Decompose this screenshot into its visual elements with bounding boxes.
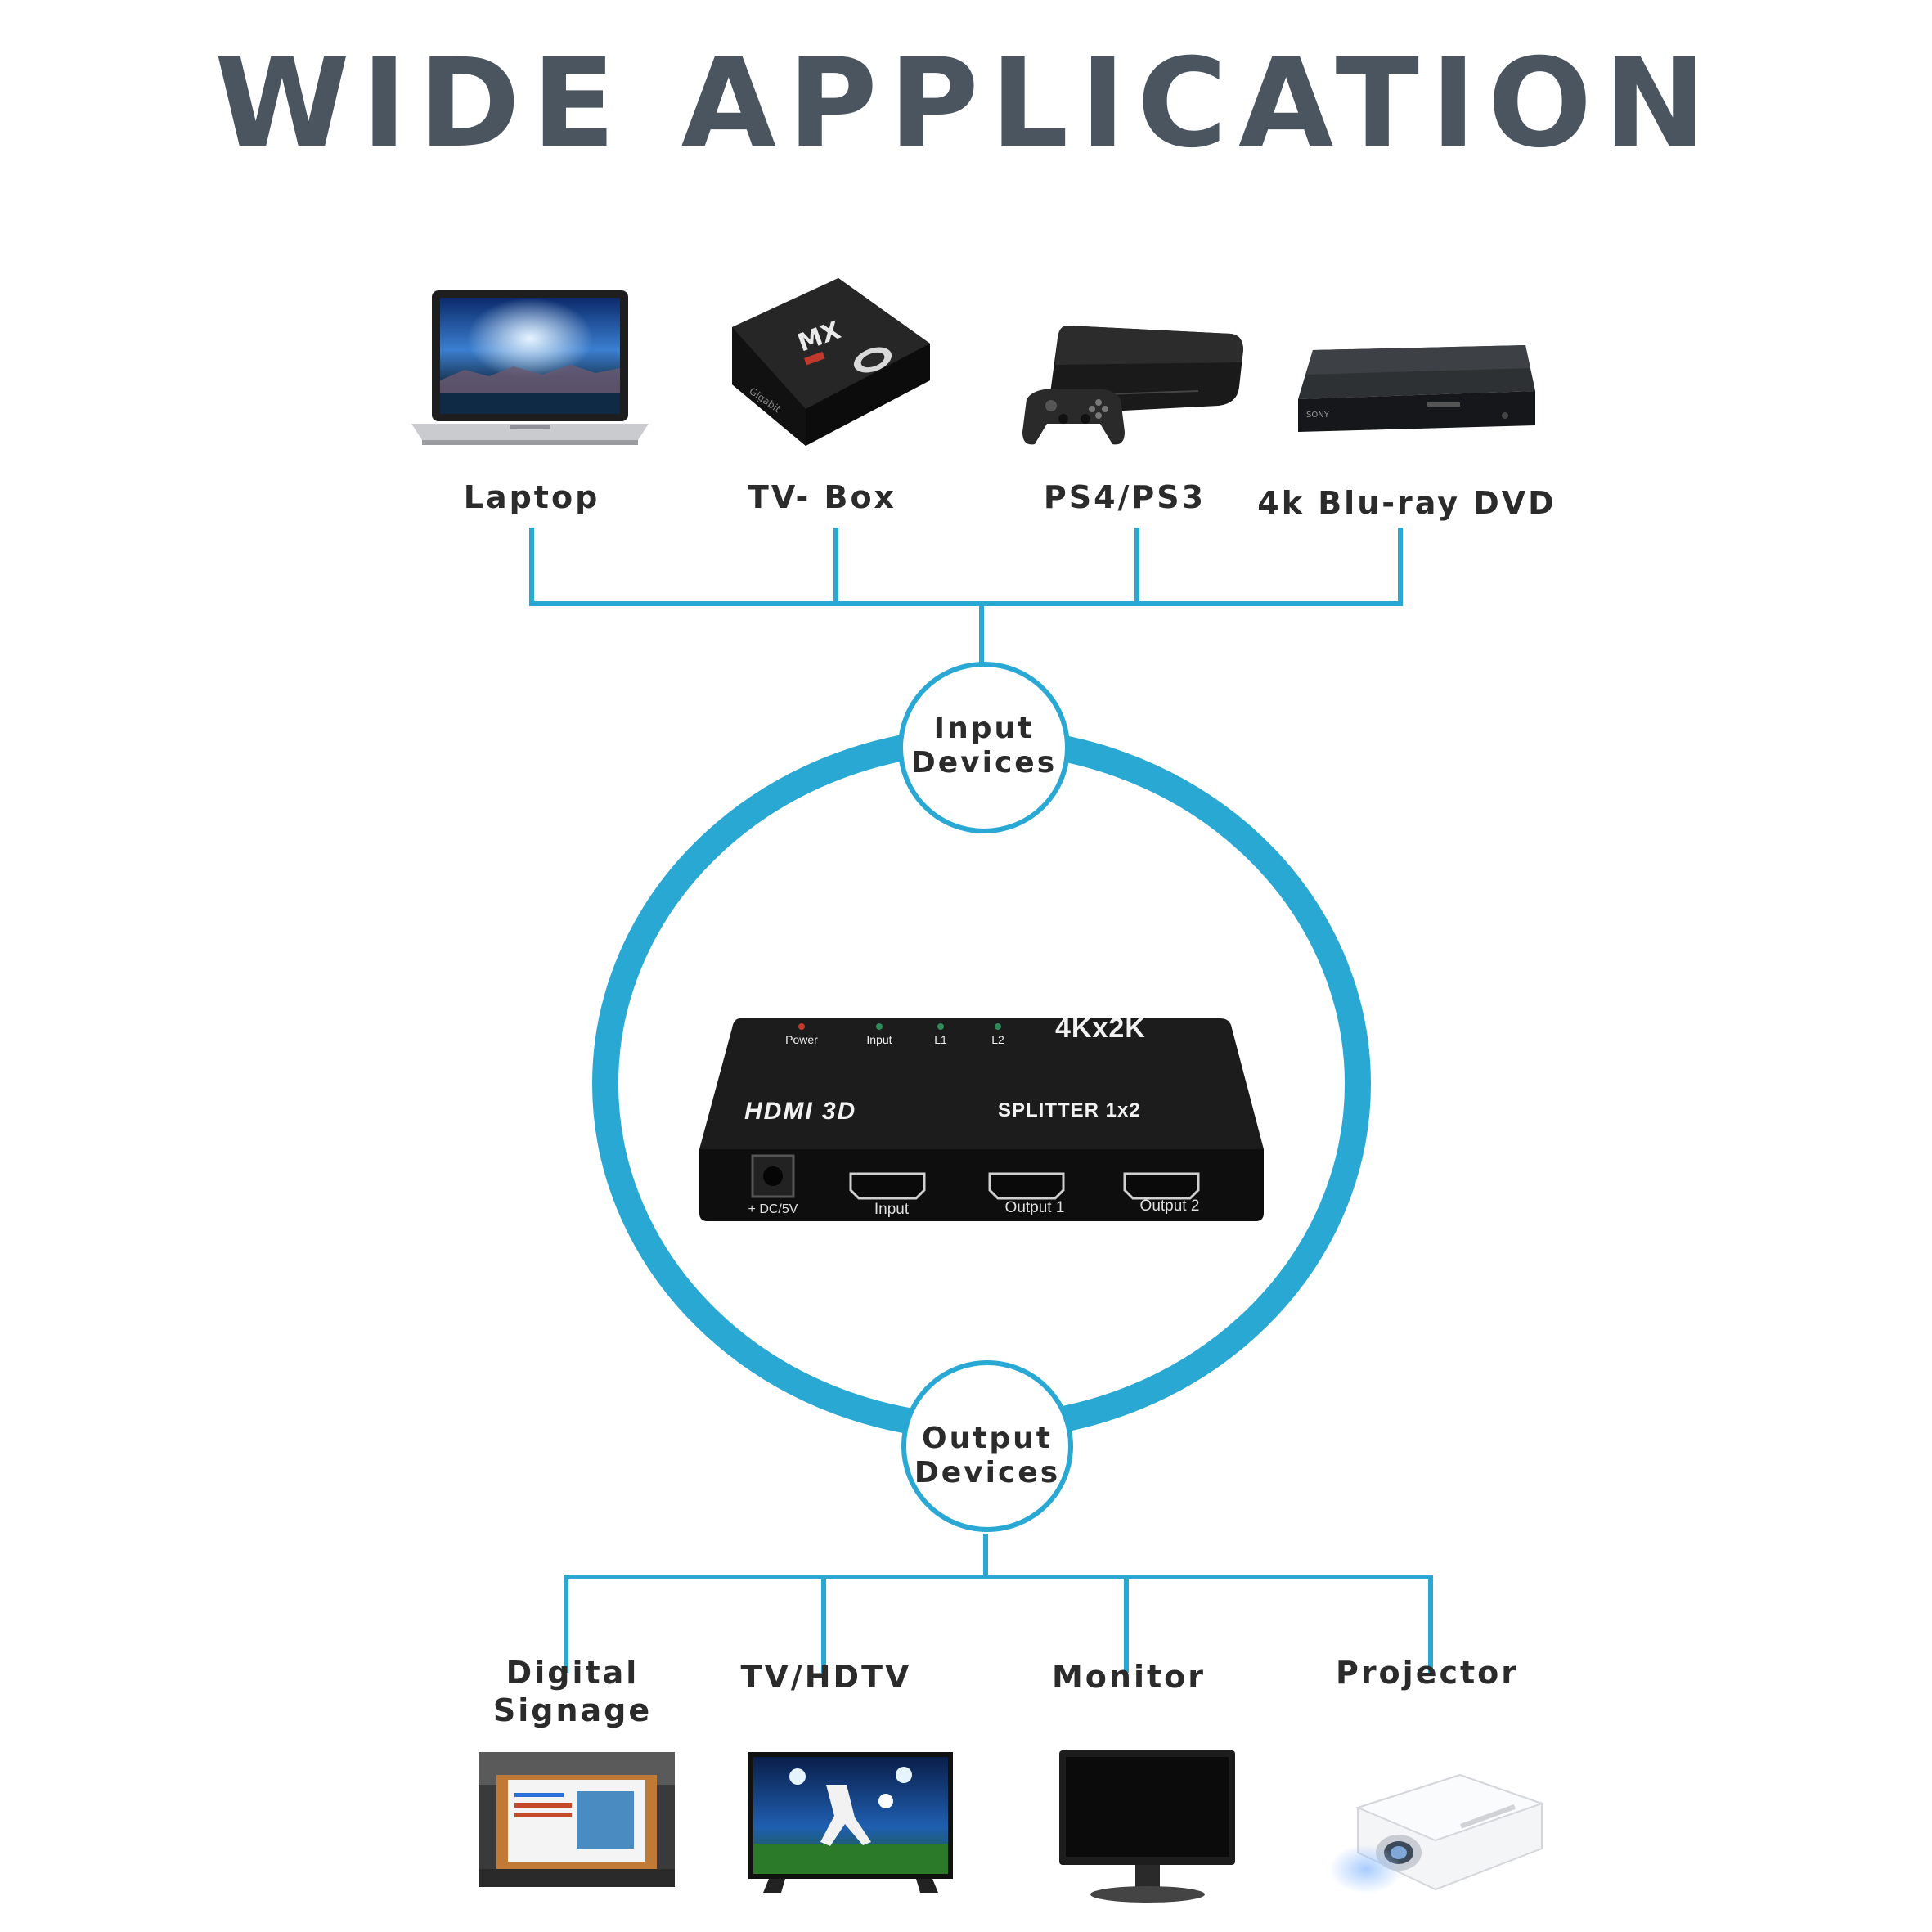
input-node-line1: Input — [933, 712, 1035, 745]
resolution-label: 4Kx2K — [1055, 1013, 1146, 1044]
svg-text:SONY: SONY — [1306, 411, 1330, 420]
projector-label: Projector — [1335, 1655, 1520, 1691]
input-indicator-label: Input — [866, 1033, 892, 1046]
hdmi-output1-port — [988, 1172, 1065, 1200]
output-node-label: Output Devices — [905, 1422, 1069, 1490]
laptop-icon — [411, 290, 649, 445]
monitor-icon — [1059, 1750, 1235, 1903]
monitor-label: Monitor — [1051, 1659, 1206, 1695]
input-led — [876, 1023, 883, 1030]
dc-port-label: + DC/5V — [748, 1202, 798, 1216]
power-led — [798, 1023, 805, 1030]
laptop-label: Laptop — [463, 479, 600, 515]
power-indicator-label: Power — [785, 1033, 818, 1046]
hdmi-splitter-image — [699, 1018, 1264, 1221]
page-title: WIDE APPLICATION — [214, 33, 1718, 175]
input-port-label: Input — [874, 1201, 910, 1218]
output-node-circle — [901, 1360, 1073, 1532]
l2-indicator-label: L2 — [991, 1033, 1004, 1046]
hdmi-brand-label: HDMI 3D — [744, 1098, 857, 1125]
splitter-indicator-labels: Power Input L1 L2 — [769, 1033, 1161, 1054]
output-node-line2: Devices — [914, 1456, 1061, 1489]
digital-signage-icon — [479, 1752, 675, 1887]
output1-port-label: Output 1 — [1004, 1199, 1065, 1216]
input-node-line2: Devices — [910, 746, 1058, 780]
l1-indicator-label: L1 — [934, 1033, 947, 1046]
signage-label: Digital Signage — [458, 1654, 687, 1729]
tv-icon — [748, 1752, 953, 1893]
l1-led — [937, 1023, 944, 1030]
blu-ray-player-icon: SONY — [1298, 345, 1535, 432]
output-node-line1: Output — [921, 1422, 1054, 1455]
game-console-icon — [1022, 326, 1243, 445]
tvbox-label: TV- Box — [747, 479, 897, 515]
input-node-circle — [898, 662, 1070, 833]
bluray-label: 4k Blu-ray DVD — [1257, 485, 1557, 521]
input-node-label: Input Devices — [902, 712, 1066, 780]
hdmi-output2-port — [1123, 1172, 1200, 1200]
signage-label-line2: Signage — [492, 1692, 653, 1728]
ps-label: PS4/PS3 — [1043, 479, 1206, 515]
output2-port-label: Output 2 — [1139, 1197, 1200, 1215]
l2-led — [995, 1023, 1001, 1030]
projector-icon — [1329, 1773, 1545, 1894]
signage-label-line1: Digital — [505, 1655, 640, 1691]
hdmi-input-port — [849, 1172, 926, 1200]
tv-label: TV/HDTV — [740, 1659, 912, 1695]
splitter-model-label: SPLITTER 1x2 — [998, 1099, 1141, 1121]
tv-box-icon: MX Gigabit — [732, 278, 930, 446]
